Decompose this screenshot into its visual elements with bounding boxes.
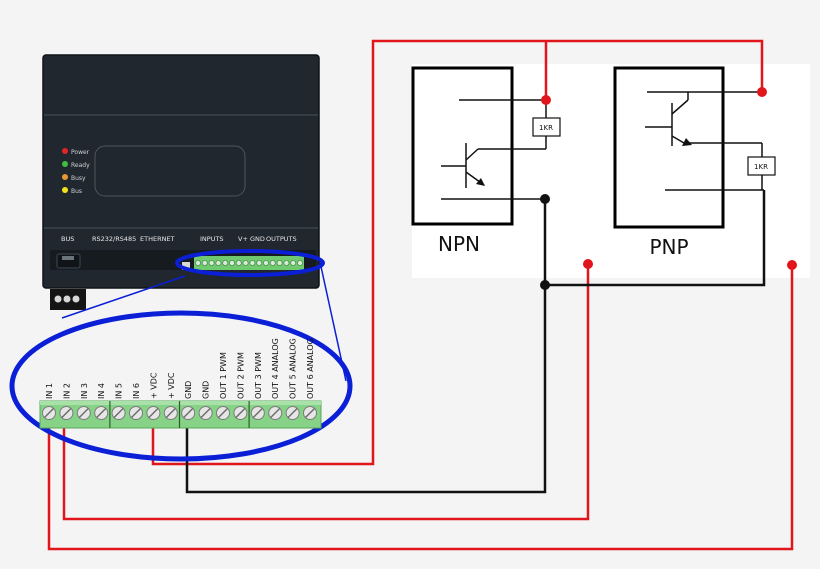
enlarged-terminal-strip: IN 1 IN 2 IN 3 IN 4 IN 5 IN 6 + VDC + VDC GND GND… [39,338,322,429]
device-terminal-screw [222,259,229,266]
terminal-label: IN 5 [115,383,124,399]
led-busy-indicator: Busy [62,174,86,182]
node-npn-vdc [541,95,551,105]
device-terminal-screw [208,259,215,266]
terminal-label: GND [202,381,211,399]
svg-text:Ready: Ready [71,162,90,169]
terminal-screw [250,406,265,420]
junction-nodes [540,87,797,290]
terminal-label: IN 4 [97,383,106,399]
bottom-connector [50,289,86,310]
device-terminal-highlight [175,249,325,277]
device-terminal-screw [249,259,256,266]
node-npn-gnd [540,194,550,204]
terminal-label: OUT 3 PWM [254,352,263,399]
port-label-ethernet: ETHERNET [140,235,175,243]
device-terminal-screw [262,259,269,266]
terminal-label: IN 2 [62,383,71,399]
terminal-label: + VDC [149,372,158,399]
terminal-screw [285,406,300,420]
port-label-outputs: OUTPUTS [266,235,297,243]
terminal-label: IN 6 [132,383,141,399]
pnp-resistor [747,156,776,176]
terminal-screw [268,406,283,420]
terminal-label: OUT 2 PWM [236,352,245,399]
pnp-resistor-label: 1KR [754,163,768,171]
terminal-label: OUT 6 ANALOG [306,338,315,399]
terminal-label: IN 1 [45,383,54,399]
pnp-label: PNP [649,235,688,259]
terminal-zoom-highlight [9,310,353,462]
terminal-latch [182,262,190,270]
controller-device: Power Ready Busy Bus BUS RS232/RS485 ETH… [42,54,320,310]
terminal-screw [198,406,213,420]
device-terminal-screw [242,259,249,266]
terminal-screw [76,406,91,420]
device-terminal-screw [256,259,263,266]
terminal-screw [111,406,126,420]
terminal-screw [94,406,109,420]
display-window [94,145,246,197]
terminal-screw [181,406,196,420]
terminal-label: OUT 5 ANALOG [289,338,298,399]
npn-label: NPN [438,232,480,256]
pnp-block: 1KR PNP [613,66,776,259]
node-gnd-branch [540,280,550,290]
device-terminal-screw [201,259,208,266]
npn-block: 1KR NPN [411,66,561,256]
device-terminal-screw [283,259,290,266]
terminal-screw [42,406,56,420]
zoom-callout [9,249,353,462]
led-bus-indicator: Bus [62,187,82,195]
terminal-screw [129,406,143,420]
device-terminal-screw [290,259,297,266]
node-npn-signal [583,259,593,269]
port-label-serial: RS232/RS485 [92,235,136,243]
led-ready-indicator: Ready [62,161,90,169]
device-terminal-screw [228,259,235,266]
terminal-label: IN 3 [80,383,89,399]
terminal-label: OUT 1 PWM [219,352,228,399]
terminal-label: + VDC [167,372,176,399]
terminal-label: OUT 4 ANALOG [271,338,280,399]
port-label-vplus-gnd: V+ GND [238,235,265,243]
npn-resistor [532,117,561,137]
device-terminal-screw [215,259,222,266]
terminal-screw [146,406,161,420]
wire-in1 [47,265,794,551]
svg-text:Power: Power [71,149,90,156]
device-terminal-screw [269,259,276,266]
port-label-inputs: INPUTS [200,235,224,243]
device-terminal-screw [276,259,283,266]
device-terminal-strip [194,256,304,270]
wire-in2 [62,264,590,521]
led-power-indicator: Power [62,148,90,156]
terminal-screw [216,406,230,420]
terminal-screw [233,406,248,420]
device-terminal-screw [194,259,201,266]
device-terminal-screw [235,259,242,266]
wire-gnd-pnp-branch [545,190,766,287]
node-pnp-vdc [757,87,767,97]
svg-text:Bus: Bus [71,188,82,195]
node-pnp-signal [787,260,797,270]
terminal-label: GND [184,381,193,399]
device-terminal-screw [296,259,303,266]
terminal-screw [303,406,317,420]
terminal-screw [163,406,178,420]
port-label-bus: BUS [61,235,74,243]
svg-text:Busy: Busy [71,175,86,182]
npn-resistor-label: 1KR [539,124,553,132]
terminal-screw [59,406,74,420]
